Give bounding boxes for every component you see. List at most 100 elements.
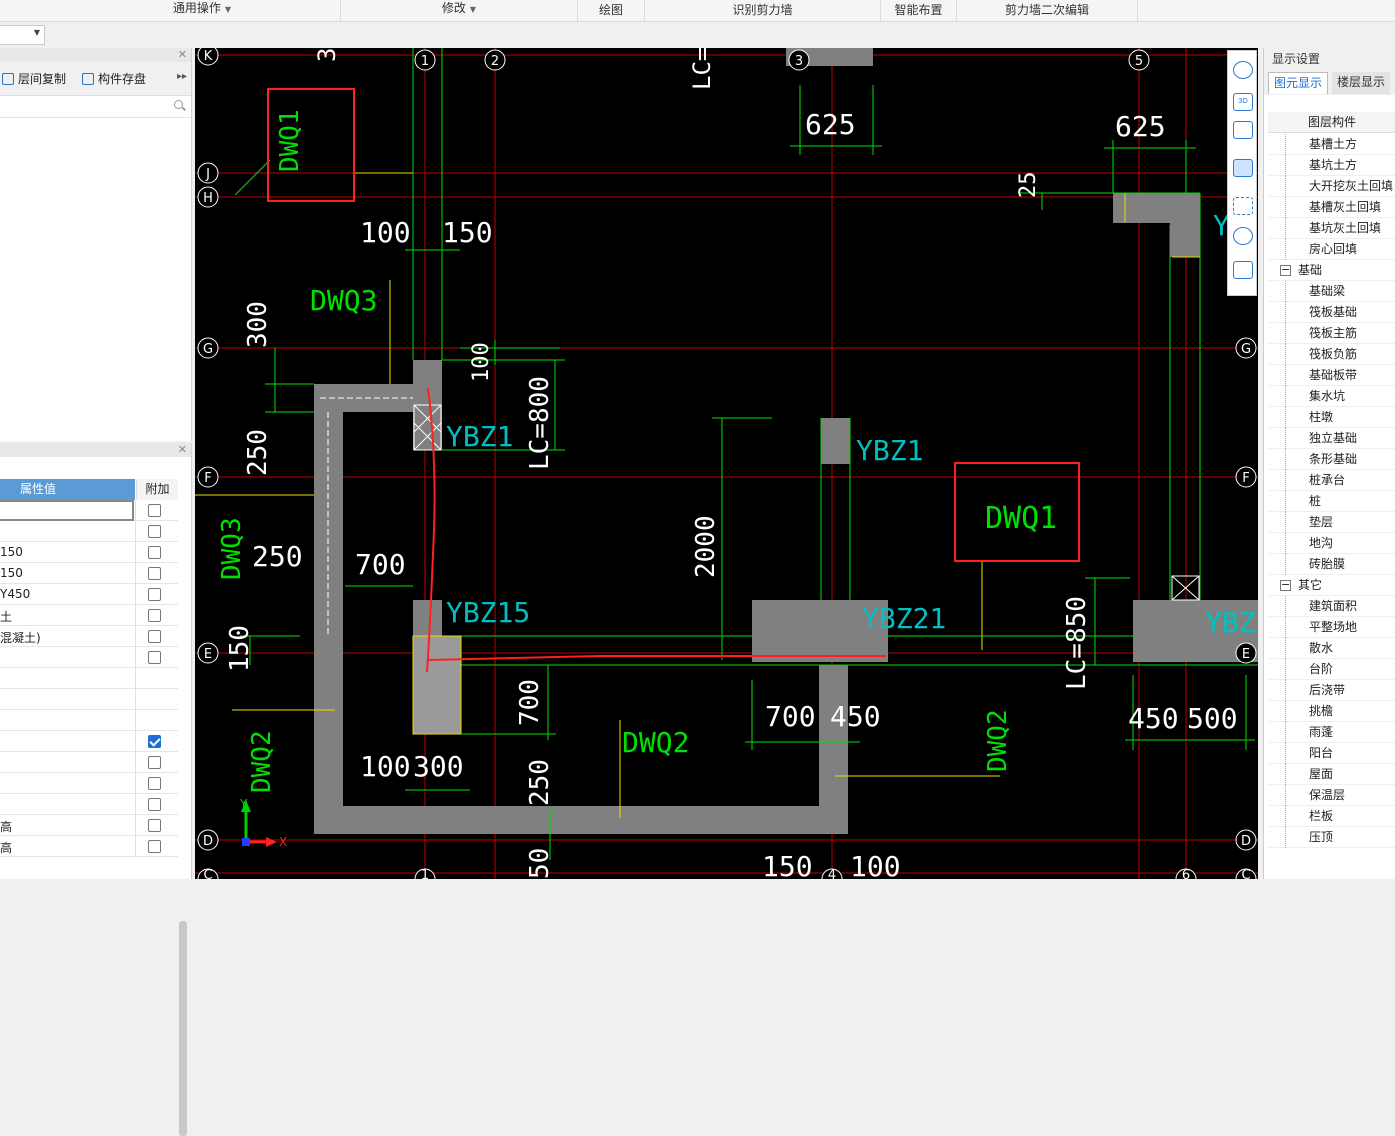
tree-item[interactable]: 基槽土方 (1268, 134, 1395, 155)
property-row[interactable] (0, 647, 178, 668)
tree-item[interactable]: 条形基础 (1268, 449, 1395, 470)
cube-icon[interactable] (1233, 121, 1253, 139)
property-row[interactable] (0, 689, 178, 710)
tree-item[interactable]: 筏板负筋 (1268, 344, 1395, 365)
search-row[interactable] (0, 96, 191, 118)
tree-item[interactable]: 独立基础 (1268, 428, 1395, 449)
scrollbar[interactable] (179, 921, 187, 1136)
property-row[interactable] (0, 668, 178, 689)
tree-item[interactable]: 雨蓬 (1268, 722, 1395, 743)
property-edit-field[interactable] (0, 500, 134, 521)
floor-select[interactable]: ▼ (0, 25, 45, 45)
tree-label: 压顶 (1309, 830, 1334, 844)
search-icon[interactable] (174, 100, 183, 109)
tree-item[interactable]: 栏板 (1268, 806, 1395, 827)
list-view-icon[interactable] (1233, 261, 1253, 279)
property-row[interactable] (0, 752, 178, 773)
property-row[interactable] (0, 500, 178, 521)
ribbon-group-modify[interactable]: 修改▼ (341, 0, 578, 21)
property-row[interactable]: 高 (0, 836, 178, 857)
tab-element-display[interactable]: 图元显示 (1268, 72, 1329, 94)
extra-checkbox[interactable] (148, 756, 161, 769)
property-row[interactable] (0, 521, 178, 542)
collapse-icon[interactable]: − (1280, 263, 1291, 276)
tree-item[interactable]: 屋面 (1268, 764, 1395, 785)
tree-item[interactable]: 筏板主筋 (1268, 323, 1395, 344)
property-row[interactable]: 高 (0, 815, 178, 836)
cad-canvas[interactable]: 625 625 100 150 250 700 100 300 700 450 … (195, 48, 1258, 879)
drawing[interactable]: 625 625 100 150 250 700 100 300 700 450 … (195, 48, 1258, 879)
extra-checkbox[interactable] (148, 609, 161, 622)
tree-item[interactable]: 基槽灰土回填 (1268, 197, 1395, 218)
ribbon-group-identify-wall[interactable]: 识别剪力墙 (645, 0, 881, 21)
tree-item[interactable]: 建筑面积 (1268, 596, 1395, 617)
tree-item[interactable]: 桩 (1268, 491, 1395, 512)
extra-checkbox[interactable] (148, 504, 161, 517)
extra-checkbox[interactable] (148, 588, 161, 601)
tree-item[interactable]: 后浇带 (1268, 680, 1395, 701)
tree-item[interactable]: 地沟 (1268, 533, 1395, 554)
orbit-icon[interactable] (1233, 61, 1253, 79)
ribbon-group-wall-edit[interactable]: 剪力墙二次编辑 (957, 0, 1138, 21)
ribbon-group-general[interactable]: 通用操作▼ (64, 0, 341, 21)
tree-item[interactable]: 台阶 (1268, 659, 1395, 680)
property-row[interactable] (0, 773, 178, 794)
extra-checkbox[interactable] (148, 777, 161, 790)
tree-item[interactable]: 房心回填 (1268, 239, 1395, 260)
property-row[interactable]: 150 (0, 542, 178, 563)
tree-item[interactable]: 垫层 (1268, 512, 1395, 533)
tree-item[interactable]: 基础板带 (1268, 365, 1395, 386)
close-icon[interactable]: ✕ (177, 48, 187, 61)
tree-item[interactable]: 砖胎膜 (1268, 554, 1395, 575)
tree-item[interactable]: 平整场地 (1268, 617, 1395, 638)
extra-checkbox[interactable] (148, 630, 161, 643)
extra-checkbox[interactable] (148, 546, 161, 559)
tree-item[interactable]: 保温层 (1268, 785, 1395, 806)
tree-line (1285, 491, 1286, 512)
collapse-icon[interactable]: − (1280, 578, 1291, 591)
tree-item[interactable]: 压顶 (1268, 827, 1395, 848)
property-row[interactable]: 150 (0, 563, 178, 584)
tree-item[interactable]: 挑檐 (1268, 701, 1395, 722)
close-icon[interactable]: ✕ (177, 443, 187, 456)
column-divider (135, 668, 136, 689)
tree-item[interactable]: 桩承台 (1268, 470, 1395, 491)
tab-floor-display[interactable]: 楼层显示 (1332, 72, 1391, 94)
view-3d-button[interactable]: 3D (1233, 93, 1253, 111)
save-icon (82, 73, 94, 85)
tree-item[interactable]: 筏板基础 (1268, 302, 1395, 323)
extra-checkbox[interactable] (148, 525, 161, 538)
hexagon-icon[interactable] (1233, 227, 1253, 245)
cube-solid-icon[interactable] (1233, 159, 1253, 177)
property-row[interactable]: Y450 (0, 584, 178, 605)
hatched-columns (413, 404, 1200, 601)
tree-item[interactable]: 基坑灰土回填 (1268, 218, 1395, 239)
tree-item[interactable]: 散水 (1268, 638, 1395, 659)
tree-item[interactable]: 阳台 (1268, 743, 1395, 764)
ribbon-group-draw[interactable]: 绘图 (578, 0, 645, 21)
property-row[interactable] (0, 794, 178, 815)
ribbon-group-smart-layout[interactable]: 智能布置 (881, 0, 957, 21)
more-icon[interactable]: ▸▸ (176, 71, 187, 82)
tree-group[interactable]: −其它 (1268, 575, 1395, 596)
tree-item[interactable]: 集水坑 (1268, 386, 1395, 407)
property-row[interactable] (0, 710, 178, 731)
extra-checkbox[interactable] (148, 819, 161, 832)
tree-item[interactable]: 大开挖灰土回填 (1268, 176, 1395, 197)
extra-checkbox[interactable] (148, 735, 161, 748)
property-row[interactable] (0, 731, 178, 752)
tree-item[interactable]: 柱墩 (1268, 407, 1395, 428)
component-save-button[interactable]: 构件存盘 (80, 70, 146, 88)
tree-group[interactable]: −基础 (1268, 260, 1395, 281)
extra-checkbox[interactable] (148, 798, 161, 811)
extra-checkbox[interactable] (148, 567, 161, 580)
fit-view-icon[interactable] (1233, 197, 1253, 215)
tree-item[interactable]: 基坑土方 (1268, 155, 1395, 176)
extra-checkbox[interactable] (148, 840, 161, 853)
extra-checkbox[interactable] (148, 651, 161, 664)
dim-100-v: 100 (469, 342, 494, 382)
property-row[interactable]: 土 (0, 605, 178, 626)
floor-copy-button[interactable]: 层间复制 (0, 70, 66, 88)
tree-item[interactable]: 基础梁 (1268, 281, 1395, 302)
property-row[interactable]: 混凝土) (0, 626, 178, 647)
